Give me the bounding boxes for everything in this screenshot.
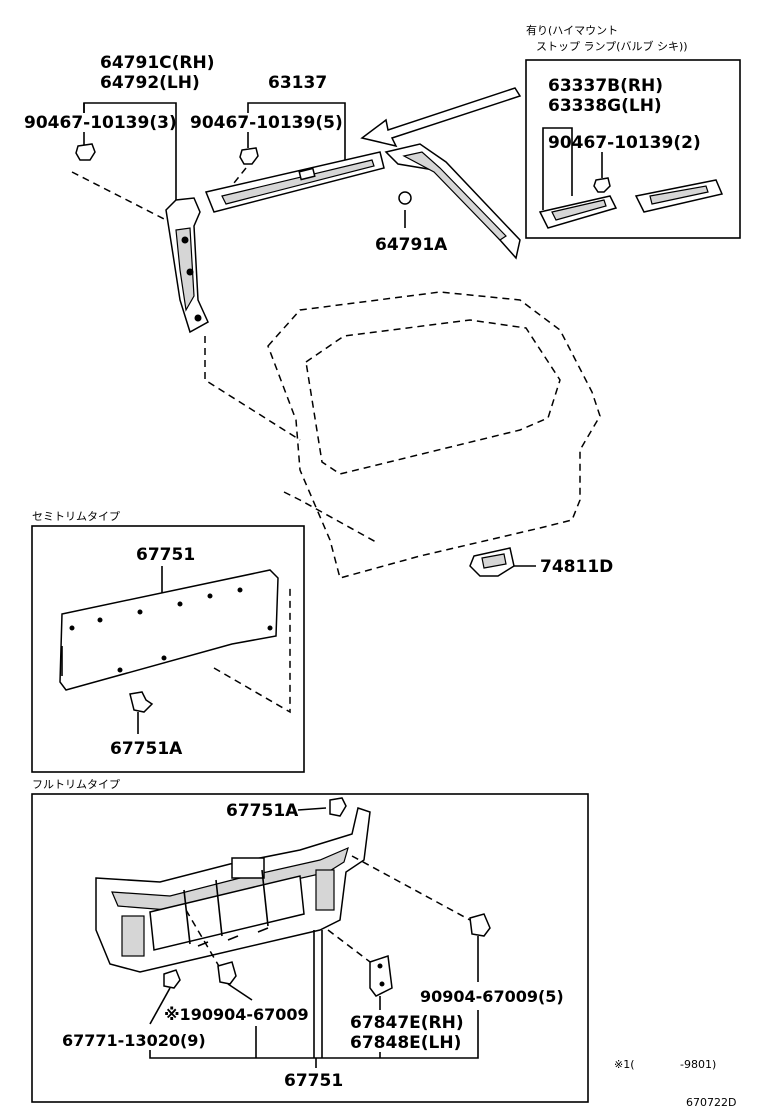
label-64791c[interactable]: 64791C(RH) [100, 53, 214, 73]
trim-hole-5 [207, 593, 213, 599]
clip-90467-a[interactable] [75, 143, 96, 161]
note-highmount-1: 有り(ハイマウント [526, 23, 618, 37]
label-90904-5[interactable]: 90904-67009(5) [420, 987, 564, 1006]
label-63338g[interactable]: 63338G(LH) [548, 96, 662, 116]
trim-lamp-housing [231, 857, 265, 879]
clip-67771-13020[interactable] [163, 969, 181, 989]
leader-63337b-left [542, 127, 558, 210]
group-highmount-box: 有り(ハイマウント ストップ ランプ(バルブ シキ)) 63337B(RH) 6… [525, 23, 741, 239]
footnote-range: -9801) [680, 1058, 716, 1071]
dash-pillar-to-door [204, 336, 301, 441]
footnote-star: ※1( [614, 1058, 635, 1071]
label-90467-a[interactable]: 90467-10139(3) [24, 113, 177, 133]
bracket-hole-2 [379, 981, 385, 987]
leader-63337b-right [558, 127, 573, 196]
pillar-hole-2 [186, 268, 194, 276]
group-semi-trim: セミトリムタイプ 67751 67751A [31, 510, 305, 773]
label-63137[interactable]: 63137 [268, 73, 327, 93]
semi-trim-frame [31, 525, 305, 773]
trim-board-67751-semi[interactable] [59, 569, 279, 691]
trim-inner-line-1 [183, 889, 191, 945]
label-67751a-semi[interactable]: 67751A [110, 739, 183, 759]
dash-semi-trim [213, 586, 291, 714]
bracket-hole-1 [377, 963, 383, 969]
group-back-door: 74811D [267, 291, 613, 579]
trim-hole-8 [117, 667, 123, 673]
diagram-code: 670722D [686, 1096, 736, 1109]
label-90467-c[interactable]: 90467-10139(2) [548, 133, 701, 153]
clip-90904-67009-5[interactable] [469, 913, 491, 937]
leader-63137 [247, 102, 346, 160]
trim-hole-3 [137, 609, 143, 615]
trim-hole-4 [177, 601, 183, 607]
trim-inner-line-2 [215, 879, 223, 937]
pillar-hole-3 [194, 314, 202, 322]
label-67751a-full[interactable]: 67751A [226, 801, 299, 821]
rail-64791a[interactable] [384, 143, 521, 260]
pillar-garnish-inner [175, 227, 195, 312]
label-67751-semi[interactable]: 67751 [136, 545, 195, 565]
label-67847e[interactable]: 67847E(RH) [350, 1013, 464, 1033]
clip-90904-67009-star[interactable] [217, 961, 237, 985]
group-pillar-garnish: 64791C(RH) 64792(LH) 90467-10139(3) [24, 53, 301, 441]
back-door-lower-dash [283, 491, 377, 543]
spoiler-tab [298, 167, 316, 181]
trim-hole-2 [97, 617, 103, 623]
dash-full-right [351, 855, 471, 921]
highmount-frame [525, 59, 741, 239]
trim-inner-line-3 [261, 869, 269, 927]
full-trim-frame [31, 793, 589, 1103]
label-64792[interactable]: 64792(LH) [100, 73, 200, 93]
back-door-outline [267, 291, 601, 579]
title-full-trim: フルトリムタイプ [32, 778, 120, 791]
lamp-bracket-inner [551, 199, 607, 221]
trim-hole-9 [161, 655, 167, 661]
clip-90467-c[interactable] [593, 177, 611, 193]
group-full-trim: フルトリムタイプ 67751A 90904-67009(5) 67847E(RH… [31, 778, 589, 1103]
label-90904-star[interactable]: ※190904-67009 [164, 1005, 309, 1024]
back-door-glass [305, 319, 561, 475]
rail-inner [402, 151, 507, 241]
clip-67751a-semi[interactable] [129, 691, 154, 713]
label-63337b[interactable]: 63337B(RH) [548, 76, 663, 96]
dash-clip-a [71, 171, 171, 223]
clip-90467-b[interactable] [239, 147, 259, 165]
leader-90904-star [227, 983, 253, 1001]
trim-right-pocket [315, 869, 335, 911]
pillar-hole-1 [181, 236, 189, 244]
note-highmount-2: ストップ ランプ(バルブ シキ)) [536, 39, 688, 53]
trim-hole-7 [267, 625, 273, 631]
screw-64791a[interactable] [398, 191, 412, 205]
label-67771[interactable]: 67771-13020(9) [62, 1031, 206, 1050]
trim-hole-6 [237, 587, 243, 593]
label-67751-full[interactable]: 67751 [284, 1071, 343, 1091]
trim-hole-1 [69, 625, 75, 631]
label-90467-b[interactable]: 90467-10139(5) [190, 113, 343, 133]
trim-left-pocket [121, 915, 145, 957]
group-spoiler: 63137 90467-10139(5) 64791A [190, 73, 522, 260]
label-64791a[interactable]: 64791A [375, 235, 448, 255]
label-67848e[interactable]: 67848E(LH) [350, 1033, 461, 1053]
leader-67751a-full [297, 807, 327, 811]
spoiler-inner [221, 159, 375, 205]
handle-inner [481, 553, 507, 569]
dash-clip-b [229, 167, 247, 189]
leader-67771 [149, 987, 171, 1025]
lamp-bracket-inner-2 [649, 185, 709, 205]
label-74811d[interactable]: 74811D [540, 557, 613, 577]
title-semi-trim: セミトリムタイプ [32, 510, 120, 523]
clip-67751a-full[interactable] [329, 797, 347, 817]
arrow-to-spoiler [360, 87, 522, 148]
bracket-67847e[interactable] [369, 954, 393, 997]
trim-clip-marks [197, 927, 269, 947]
